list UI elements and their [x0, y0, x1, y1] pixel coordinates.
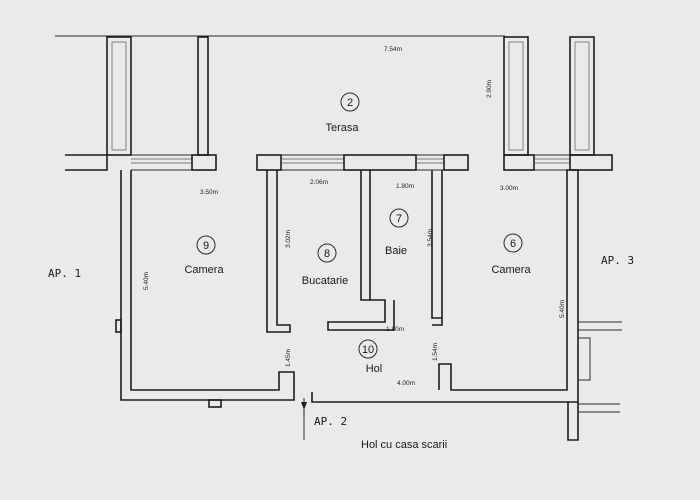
room-camera6: 6 Camera — [491, 233, 531, 276]
room-name: Camera — [184, 264, 224, 276]
dim-hol-width: 4.00m — [397, 380, 415, 387]
dim-camera6-length: 5.40m — [559, 300, 566, 318]
apartment-label-3: AP. 3 — [601, 254, 634, 267]
wall-camera9 — [115, 170, 295, 408]
dim-hol-opening: 1.80m — [386, 326, 404, 333]
facade-wall — [65, 154, 613, 171]
pier-right-b — [569, 36, 595, 156]
room-hol: 10 Hol — [358, 339, 383, 375]
room-number: 6 — [510, 238, 516, 250]
entry-arrow — [301, 398, 307, 440]
wall-camera6 — [311, 169, 622, 441]
room-name: Bucatarie — [302, 275, 348, 287]
dim-camera9-width: 3.50m — [200, 189, 218, 196]
stairwell-label: Hol cu casa scarii — [361, 439, 447, 451]
dim-terasa-depth: 2.90m — [486, 80, 493, 98]
pier-right-a — [503, 36, 529, 156]
room-baie: 7 Baie — [385, 208, 409, 257]
pier-center — [197, 36, 209, 156]
room-terasa: 2 Terasa — [325, 92, 360, 134]
room-number: 9 — [203, 240, 209, 252]
room-name: Hol — [366, 363, 383, 375]
dim-terasa-width: 7.54m — [384, 46, 402, 53]
room-name: Camera — [491, 264, 531, 276]
apartment-label-1: AP. 1 — [48, 267, 81, 280]
dim-camera6-width: 3.00m — [500, 185, 518, 192]
dim-bucatarie-width: 2.06m — [310, 179, 328, 186]
wall-bucatarie — [266, 170, 291, 333]
room-name: Terasa — [325, 122, 359, 134]
dim-baie-length: 3.54m — [427, 229, 434, 247]
pier-left — [106, 36, 132, 156]
wall-baie — [327, 170, 443, 331]
room-number: 10 — [362, 344, 374, 356]
dim-hol-left: 1.45m — [285, 349, 292, 367]
room-number: 7 — [396, 213, 402, 225]
dim-camera9-length: 5.40m — [143, 272, 150, 290]
room-name: Baie — [385, 245, 407, 257]
room-number: 8 — [324, 248, 330, 260]
dim-hol-right: 1.54m — [432, 343, 439, 361]
apartment-label-2: AP. 2 — [314, 415, 347, 428]
room-bucatarie: 8 Bucatarie — [302, 243, 348, 287]
dim-bucatarie-length: 3.02m — [285, 230, 292, 248]
dim-baie-width: 1.80m — [396, 183, 414, 190]
room-number: 2 — [347, 97, 353, 109]
room-camera9: 9 Camera — [184, 235, 224, 276]
